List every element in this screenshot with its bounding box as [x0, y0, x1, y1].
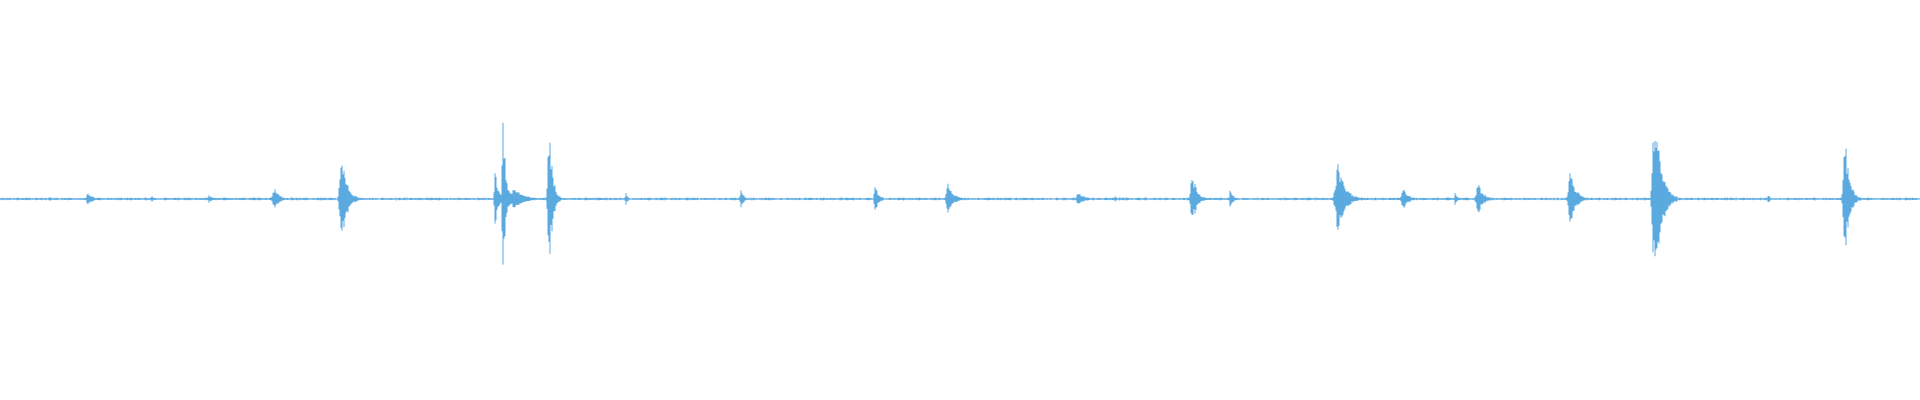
waveform-signal [0, 122, 1920, 265]
